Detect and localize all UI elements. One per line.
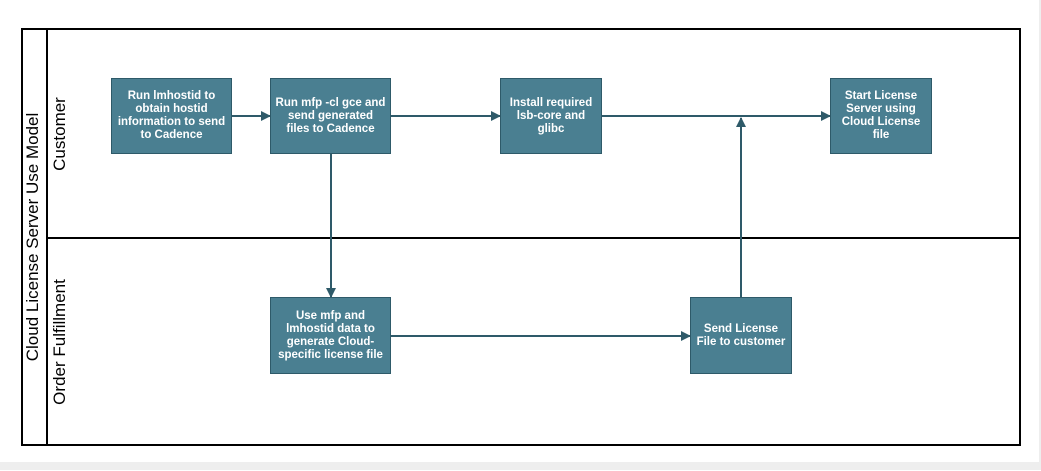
node-send-license: Send License File to customer — [690, 297, 792, 374]
node-install-lsb-label: Install required lsb-core and glibc — [509, 96, 593, 135]
lane-divider — [47, 237, 1021, 239]
node-send-license-label: Send License File to customer — [696, 322, 786, 348]
node-run-mfp: Run mfp -cl gce and send generated files… — [270, 78, 391, 154]
node-start-license-label: Start License Server using Cloud License… — [841, 90, 921, 141]
node-use-mfp: Use mfp and lmhostid data to generate Cl… — [270, 297, 391, 374]
node-install-lsb: Install required lsb-core and glibc — [500, 78, 602, 154]
node-start-license: Start License Server using Cloud License… — [830, 78, 932, 154]
node-run-mfp-label: Run mfp -cl gce and send generated files… — [275, 96, 386, 135]
node-use-mfp-label: Use mfp and lmhostid data to generate Cl… — [278, 309, 383, 361]
node-run-lmhostid-label: Run lmhostid to obtain hostid informatio… — [117, 90, 226, 141]
node-run-lmhostid: Run lmhostid to obtain hostid informatio… — [111, 78, 232, 154]
